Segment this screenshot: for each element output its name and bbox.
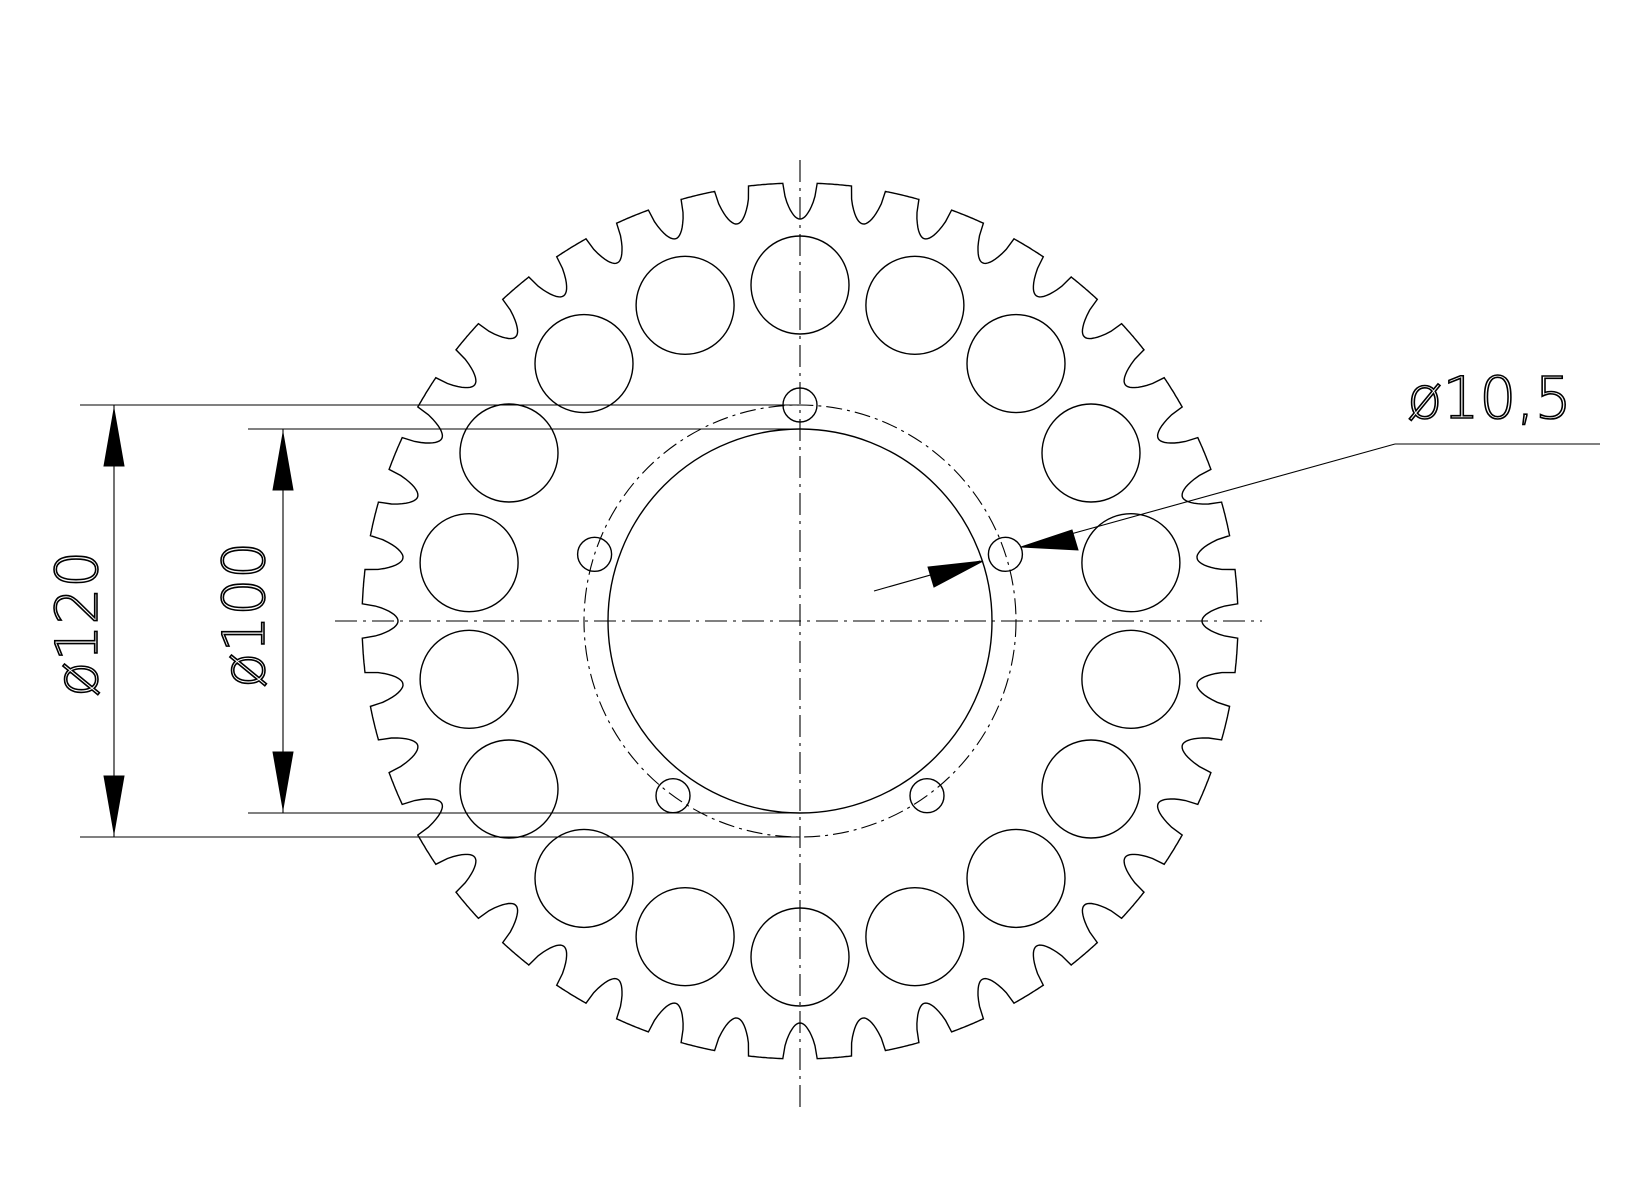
- lightening-hole: [1081, 513, 1181, 613]
- bolt-holes: [576, 387, 1024, 814]
- arrow-up-icon: [272, 432, 294, 491]
- dimension-120: ø120: [42, 404, 800, 838]
- lightening-hole: [966, 828, 1066, 929]
- lightening-hole: [865, 255, 965, 355]
- leader-line-outer: [1023, 443, 1396, 548]
- lightening-hole: [534, 828, 634, 929]
- lightening-hole: [419, 513, 519, 613]
- lightening-hole: [1041, 739, 1141, 839]
- dimension-100: ø100: [209, 428, 800, 814]
- lightening-hole: [966, 313, 1066, 414]
- lightening-hole: [865, 887, 965, 987]
- arrow-up-icon: [103, 408, 125, 467]
- lightening-hole: [534, 313, 634, 414]
- bolt-hole: [909, 778, 945, 814]
- sprocket-tooth-profile: [361, 182, 1239, 1060]
- arrow-down-icon: [103, 775, 125, 834]
- dimension-label-120: ø120: [43, 551, 111, 697]
- arrow-right-icon: [927, 560, 984, 588]
- bolt-hole: [576, 536, 613, 572]
- lightening-hole: [419, 629, 519, 729]
- dimension-10-5: ø10,5: [873, 363, 1600, 592]
- lightening-hole: [459, 739, 559, 839]
- arrow-left-icon: [1020, 529, 1079, 551]
- arrow-down-icon: [272, 751, 294, 810]
- dimension-label-10-5: ø10,5: [1407, 364, 1572, 432]
- lightening-hole: [1081, 629, 1181, 729]
- bolt-hole: [987, 536, 1024, 572]
- dimension-label-100: ø100: [210, 542, 278, 688]
- lightening-hole: [635, 887, 735, 987]
- lightening-hole: [635, 255, 735, 355]
- lightening-hole: [459, 403, 559, 503]
- lightening-hole: [1041, 403, 1141, 503]
